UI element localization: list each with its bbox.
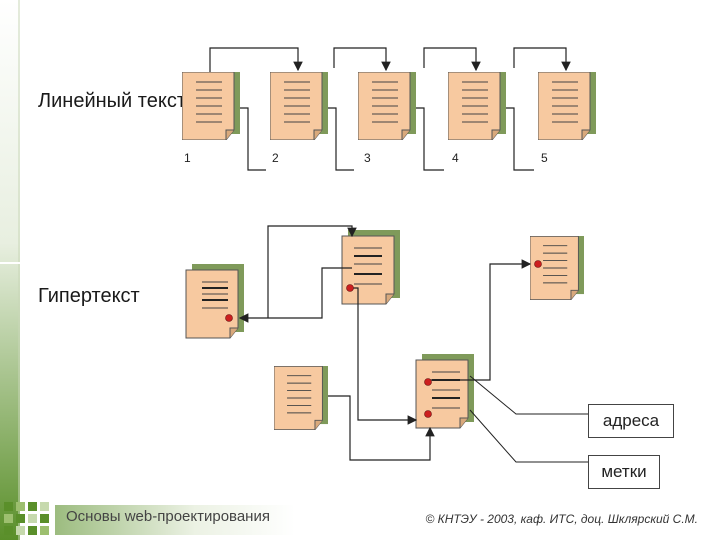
linear-top-links (209, 47, 571, 72)
hyper-doc-bottom-left (274, 366, 328, 430)
linear-bottom-links (240, 107, 534, 171)
hypertext-label: Гипертекст (38, 285, 140, 307)
legend-addresses: адреса (588, 404, 674, 438)
hyper-doc-center (341, 230, 400, 305)
page-number-4: 4 (452, 151, 459, 165)
checker-logo (4, 502, 49, 535)
footer-bar (0, 500, 720, 540)
link-dots (225, 260, 542, 418)
page-number-1: 1 (184, 151, 191, 165)
hyper-doc-left (185, 264, 244, 339)
legend-labels: метки (588, 455, 660, 489)
linear-doc-4 (448, 72, 506, 140)
footer-copyright: © КНТЭУ - 2003, каф. ИТС, доц. Шклярский… (425, 512, 699, 526)
linear-doc-2 (270, 72, 328, 140)
page-number-5: 5 (541, 151, 548, 165)
linear-doc-3 (358, 72, 416, 140)
page-number-3: 3 (364, 151, 371, 165)
legend-pointers (469, 375, 590, 463)
linear-text-label: Линейный текст (38, 90, 186, 112)
sidebar-decoration (0, 0, 20, 540)
footer-course-title: Основы web-проектирования (66, 508, 270, 525)
page-number-2: 2 (272, 151, 279, 165)
hyper-doc-bottom-center (415, 354, 474, 429)
diagram-canvas: 1 2 3 4 5 (182, 47, 596, 463)
linear-doc-1 (182, 72, 240, 140)
hyperlink-arrows (238, 225, 532, 461)
linear-doc-5 (538, 72, 596, 140)
